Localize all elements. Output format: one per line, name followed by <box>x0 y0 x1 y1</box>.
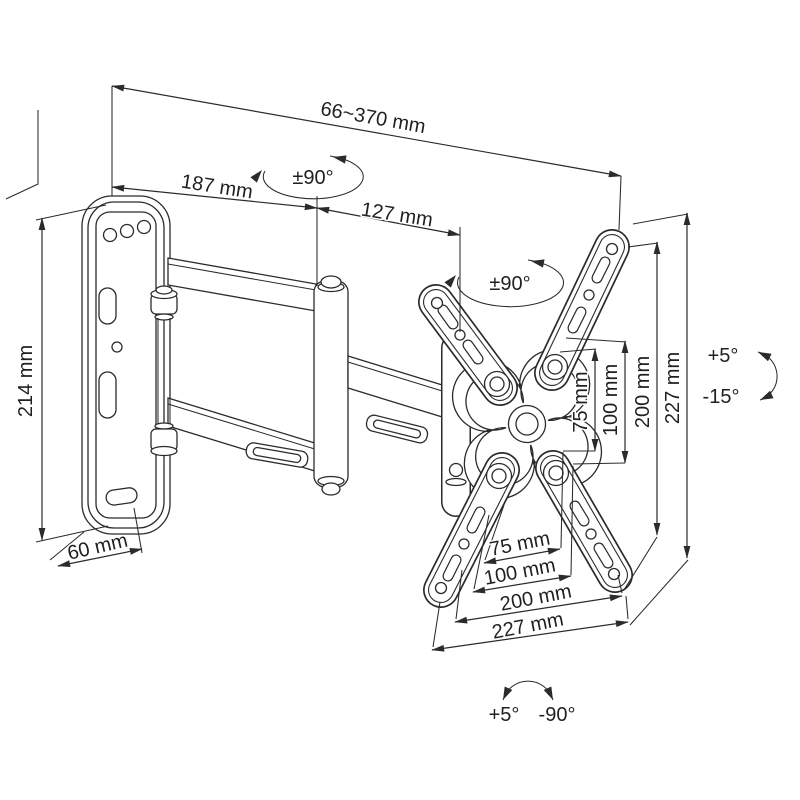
tilt-arrow-symbol <box>757 351 778 401</box>
dim-vesa-h100 <box>472 574 572 594</box>
elbow-bolt <box>321 482 341 496</box>
label-rot-cw: +5° <box>489 704 520 726</box>
wall-corner-lines <box>5 110 39 200</box>
wall-plate-hinge <box>150 285 178 457</box>
arm-swivel-rotation-symbol <box>250 155 364 200</box>
label-vesa-v75: 75 mm <box>570 371 592 432</box>
fore-arm <box>347 355 453 421</box>
vesa-arm-south-east <box>535 450 633 593</box>
label-tilt-up: +5° <box>708 345 739 367</box>
upper-arm <box>167 257 317 312</box>
keyhole-slot <box>105 487 138 506</box>
dimension-lines <box>38 84 691 652</box>
plate-cutout <box>98 371 117 419</box>
wall-plate <box>81 195 171 535</box>
plate-cutout <box>98 287 117 325</box>
label-swivel-top: ±90° <box>292 167 333 189</box>
cable-clip <box>245 442 309 468</box>
dim-extension-range <box>111 84 622 178</box>
dim-plate-depth <box>57 548 143 567</box>
label-arm-main: 187 mm <box>180 171 255 204</box>
label-rot-ccw: -90° <box>539 704 576 726</box>
screen-rotation-arrow-symbol <box>502 680 554 701</box>
vesa-swivel-rotation-symbol <box>444 259 565 308</box>
dim-vesa-h200 <box>454 594 623 624</box>
dim-vesa-h227 <box>431 620 629 652</box>
label-plate-depth: 60 mm <box>65 530 130 565</box>
label-arm-fore: 127 mm <box>360 199 435 232</box>
dim-vesa-h75 <box>483 547 561 565</box>
label-vesa-v100: 100 mm <box>600 364 622 436</box>
label-vesa-v200: 200 mm <box>632 356 654 428</box>
extension-lines <box>35 86 689 648</box>
label-plate-height: 214 mm <box>15 345 37 417</box>
label-vesa-v227: 227 mm <box>662 352 684 424</box>
plate-hole <box>111 341 123 353</box>
label-tilt-down: -15° <box>703 386 740 408</box>
vesa-arm-north-east <box>534 229 630 391</box>
articulating-arm <box>167 257 453 496</box>
dim-arm-fore <box>316 206 461 237</box>
cable-clip <box>365 414 429 444</box>
vesa-pivot <box>441 333 471 517</box>
vesa-arm-north-west <box>418 284 518 406</box>
mount-hole <box>136 219 152 235</box>
elbow-pivot <box>313 275 349 496</box>
label-swivel-plate: ±90° <box>489 273 530 295</box>
dim-arm-main <box>111 184 318 211</box>
mount-hole <box>119 223 135 239</box>
mount-hole <box>102 227 118 243</box>
vesa-arm-south-west <box>423 452 520 608</box>
